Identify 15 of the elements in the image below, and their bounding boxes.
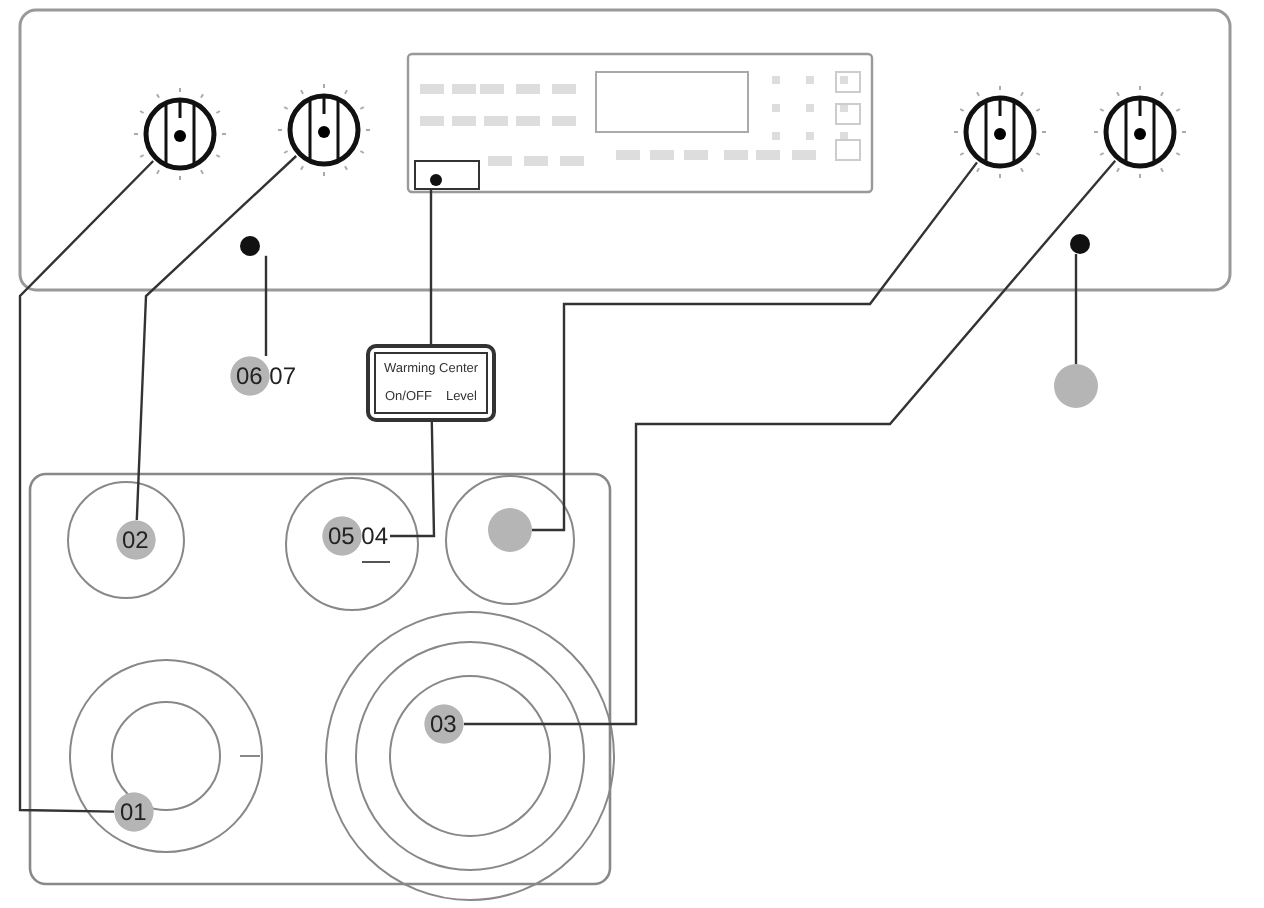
leader-line [264,255,268,356]
leader-line [390,421,436,538]
callout-number: 03 [424,704,464,744]
leader-line [1074,254,1078,364]
leader-line [532,161,978,532]
marker-dot [488,508,532,552]
marker-dot [1054,364,1098,408]
warming-center-panel [366,344,496,422]
leader-line [18,160,155,813]
callout-number: 05 04 [322,516,390,556]
panel-button [414,160,480,190]
callout-number: 02 [116,520,156,560]
callout-number: 01 [114,792,154,832]
leader-line [429,190,433,344]
leader-line [464,160,1117,726]
